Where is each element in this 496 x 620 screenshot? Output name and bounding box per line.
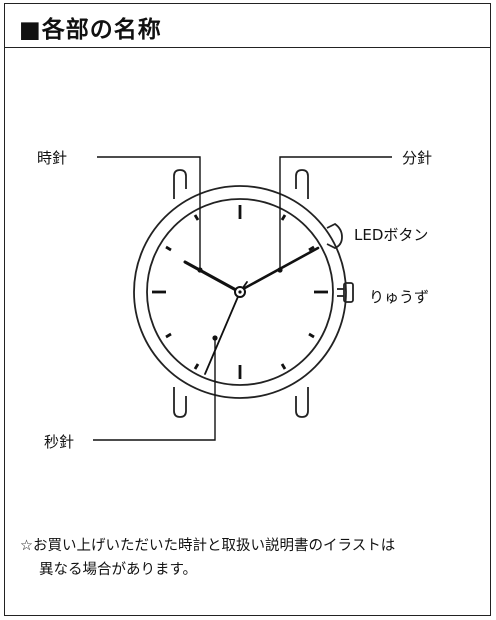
led-button-shape bbox=[326, 222, 343, 249]
leader-hour-hand bbox=[97, 156, 201, 270]
disclaimer-note: ☆お買い上げいただいた時計と取扱い説明書のイラストは 異なる場合があります。 bbox=[20, 534, 480, 582]
marker-1 bbox=[280, 214, 287, 221]
hour-markers bbox=[152, 205, 328, 379]
watch-lug-bottom-right bbox=[295, 387, 309, 418]
marker-4 bbox=[308, 332, 315, 339]
watch-lug-top-right bbox=[295, 169, 309, 199]
watch-lug-top-left bbox=[173, 169, 187, 199]
marker-10 bbox=[165, 245, 172, 252]
leader-minute-hand bbox=[279, 156, 392, 270]
page-title: ■各部の名称 bbox=[19, 17, 162, 43]
leader-second-hand bbox=[93, 338, 216, 441]
label-minute-hand: 分針 bbox=[402, 149, 432, 167]
page-frame: ■各部の名称 bbox=[4, 3, 491, 616]
marker-2 bbox=[308, 245, 315, 252]
marker-11 bbox=[193, 214, 200, 221]
label-second-hand: 秒針 bbox=[44, 433, 74, 451]
watch-bezel bbox=[146, 198, 334, 386]
disclaimer-line-2: 異なる場合があります。 bbox=[39, 562, 198, 578]
marker-5 bbox=[280, 363, 287, 370]
watch-case bbox=[133, 185, 347, 399]
marker-7 bbox=[193, 363, 200, 370]
header-bar: ■各部の名称 bbox=[5, 4, 490, 48]
disclaimer-line-1: ☆お買い上げいただいた時計と取扱い説明書のイラストは bbox=[20, 538, 396, 554]
marker-8 bbox=[165, 332, 172, 339]
crown-shape bbox=[343, 282, 354, 303]
label-crown: りゅうず bbox=[369, 288, 429, 306]
hour-hand bbox=[183, 260, 238, 292]
label-hour-hand: 時針 bbox=[37, 149, 67, 167]
label-led-button: LEDボタン bbox=[354, 226, 428, 244]
watch-lug-bottom-left bbox=[173, 387, 187, 418]
